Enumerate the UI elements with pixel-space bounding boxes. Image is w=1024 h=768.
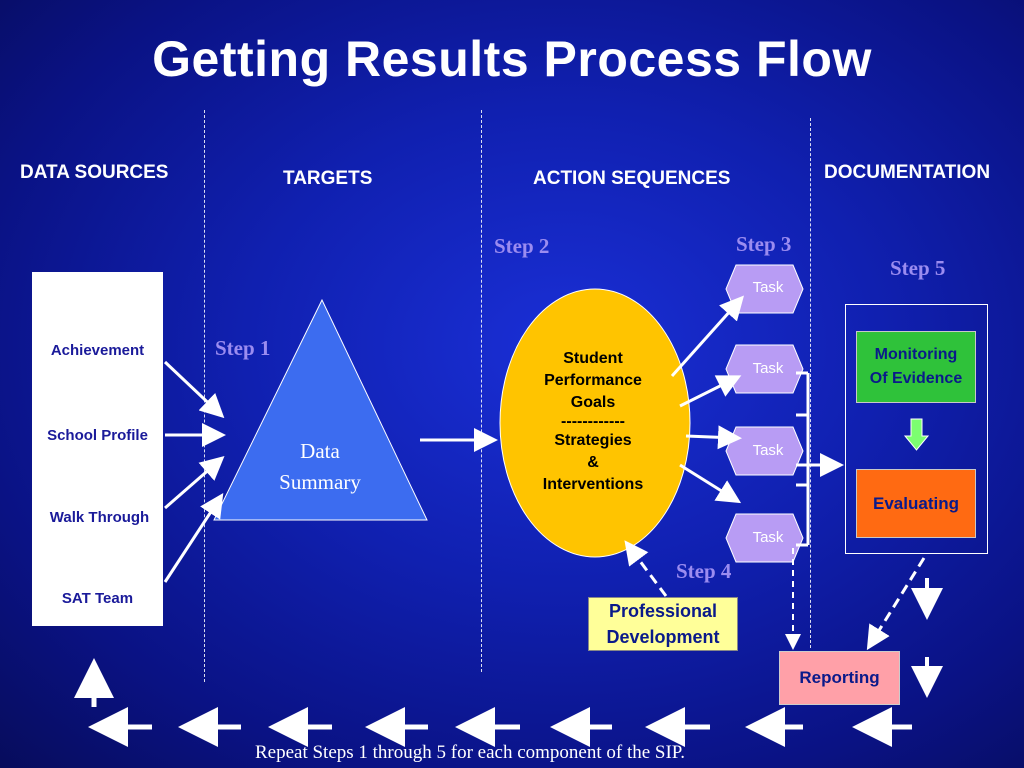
goals-oval [499,288,691,558]
source-sat-team: SAT Team [61,590,134,607]
arrow [164,456,225,510]
task-hexagon [725,344,804,394]
task-hexagon [725,426,804,476]
arrow [163,360,225,419]
step-3-label: Step 3 [736,232,792,256]
data-summary-triangle [213,298,428,521]
tasks-bracket [796,371,810,547]
task-label: Task [752,442,784,459]
task-label: Task [752,360,784,377]
professional-development-box: Professional Development [588,597,738,651]
data-summary-label: Data Summary [279,439,361,494]
dashed-arrow [866,557,926,651]
page-title: Getting Results Process Flow [152,31,872,87]
step-4-label: Step 4 [676,559,732,583]
source-school-profile: School Profile [47,427,148,444]
arrow [679,463,742,504]
step-2-label: Step 2 [494,234,550,258]
arrow [685,425,742,450]
documentation-box [845,304,988,554]
arrow [670,295,745,378]
monitoring-box: Monitoring Of Evidence [856,331,976,403]
dashed-arrow [624,540,668,597]
task-label: Task [752,529,784,546]
column-divider [810,118,811,648]
column-heading-data-sources: DATA SOURCES [20,162,169,183]
arrow [679,375,742,408]
source-achievement: Achievement [50,342,145,359]
step-1-label: Step 1 [215,336,271,360]
source-walk-through: Walk Through [49,509,150,526]
data-sources-box: Achievement School Profile Walk Through … [32,272,163,626]
reporting-box: Reporting [779,651,900,705]
evaluating-box: Evaluating [856,469,976,538]
arrow [163,492,224,583]
green-down-arrow [903,418,930,451]
footer-caption: Repeat Steps 1 through 5 for each compon… [254,742,686,763]
step-5-label: Step 5 [890,256,946,280]
column-heading-documentation: DOCUMENTATION [824,162,991,183]
column-heading-targets: TARGETS [283,168,373,189]
task-hexagon [725,264,804,314]
column-divider [481,110,482,672]
task-label: Task [752,279,784,296]
column-heading-action-sequences: ACTION SEQUENCES [533,168,731,189]
goals-label: Student Performance Goals ------------ S… [542,350,644,493]
